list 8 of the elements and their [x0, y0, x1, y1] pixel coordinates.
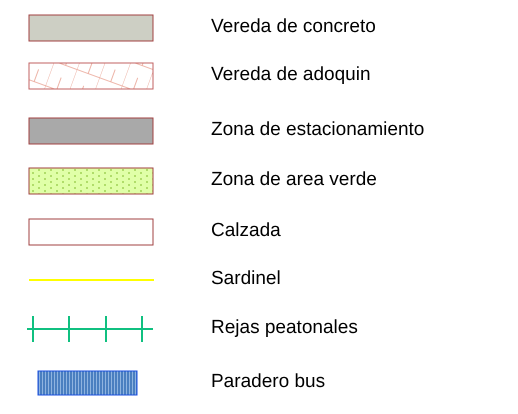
legend-label: Vereda de concreto: [211, 16, 376, 38]
legend-label: Zona de estacionamiento: [211, 119, 424, 141]
legend-label: Vereda de adoquin: [211, 64, 371, 86]
legend-label: Paradero bus: [211, 371, 326, 393]
legend-label: Calzada: [211, 220, 281, 242]
legend-label: Sardinel: [211, 268, 281, 290]
legend-label: Rejas peatonales: [211, 317, 358, 339]
legend-label: Zona de area verde: [211, 169, 377, 191]
